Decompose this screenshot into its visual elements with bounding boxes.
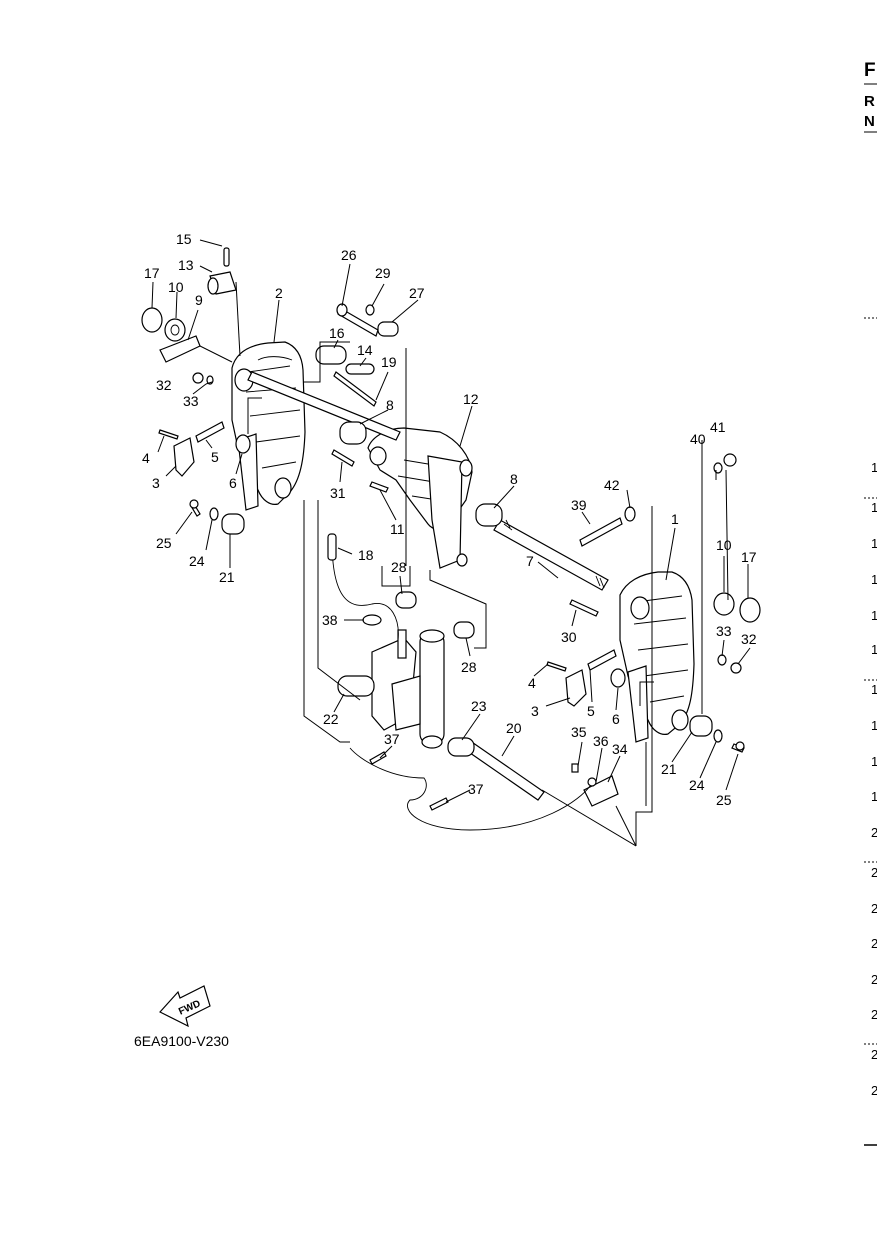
callout-35: 35 [571, 724, 587, 740]
edge-number: 1 [871, 718, 877, 733]
page-edge-fragments: F R N 1 1 1 1 1 1 1 1 1 1 2 2 2 2 2 2 2 … [864, 60, 877, 1146]
callout-8-left: 8 [386, 397, 394, 413]
callout-41: 41 [710, 419, 726, 435]
edge-number: 2 [871, 972, 877, 987]
edge-number: 1 [871, 572, 877, 587]
callout-23: 23 [471, 698, 487, 714]
callout-38: 38 [322, 612, 338, 628]
callout-29: 29 [375, 265, 391, 281]
callout-39: 39 [571, 497, 587, 513]
callout-37-upper: 37 [384, 731, 400, 747]
callout-1: 1 [671, 511, 679, 527]
callout-18: 18 [358, 547, 374, 563]
edge-number: 1 [871, 682, 877, 697]
callout-21-left: 21 [219, 569, 235, 585]
callout-10-left: 10 [168, 279, 184, 295]
callout-22: 22 [323, 711, 339, 727]
callout-28-upper: 28 [391, 559, 407, 575]
clamp-bracket-left [231, 341, 306, 511]
callout-21-right: 21 [661, 761, 677, 777]
callout-28-lower: 28 [461, 659, 477, 675]
callout-2: 2 [275, 285, 283, 301]
edge-number: 1 [871, 460, 877, 475]
edge-number: 2 [871, 901, 877, 916]
callout-40: 40 [690, 431, 706, 447]
callout-33-right: 33 [716, 623, 732, 639]
callout-6-right: 6 [612, 711, 620, 727]
callout-5-right: 5 [587, 703, 595, 719]
callout-12: 12 [463, 391, 479, 407]
callout-3-right: 3 [531, 703, 539, 719]
callout-4-right: 4 [528, 675, 536, 691]
fwd-arrow: FWD [159, 985, 211, 1028]
callout-24-right: 24 [689, 777, 705, 793]
callout-14: 14 [357, 342, 373, 358]
callout-9: 9 [195, 292, 203, 308]
callout-3-left: 3 [152, 475, 160, 491]
edge-number: 1 [871, 754, 877, 769]
edge-number: 2 [871, 865, 877, 880]
edge-number: 1 [871, 536, 877, 551]
callout-20: 20 [506, 720, 522, 736]
callout-24-left: 24 [189, 553, 205, 569]
callout-25-right: 25 [716, 792, 732, 808]
callout-4-left: 4 [142, 450, 150, 466]
callout-36: 36 [593, 733, 609, 749]
callout-16: 16 [329, 325, 345, 341]
callout-37-lower: 37 [468, 781, 484, 797]
edge-number: 2 [871, 1007, 877, 1022]
edge-number: 1 [871, 500, 877, 515]
callout-32-right: 32 [741, 631, 757, 647]
callout-labels: 15 13 17 10 9 2 26 29 27 16 14 19 32 33 … [142, 231, 757, 808]
callout-6-left: 6 [229, 475, 237, 491]
callout-17-left: 17 [144, 265, 160, 281]
callout-5-left: 5 [211, 449, 219, 465]
callout-26: 26 [341, 247, 357, 263]
callout-13: 13 [178, 257, 194, 273]
edge-letter-f: F [864, 60, 876, 81]
callout-10-right: 10 [716, 537, 732, 553]
callout-8-right: 8 [510, 471, 518, 487]
callout-17-right: 17 [741, 549, 757, 565]
edge-number: 1 [871, 642, 877, 657]
callout-34: 34 [612, 741, 628, 757]
edge-number: 2 [871, 936, 877, 951]
callout-25-left: 25 [156, 535, 172, 551]
shaft-7 [493, 519, 609, 591]
callout-lines [151, 239, 751, 847]
edge-letter-r: R [864, 93, 875, 110]
edge-number: 1 [871, 789, 877, 804]
swivel-bracket [367, 427, 473, 569]
edge-number: 2 [871, 825, 877, 840]
callout-11: 11 [390, 521, 405, 537]
callout-31: 31 [330, 485, 346, 501]
small-parts [141, 247, 761, 831]
callout-42: 42 [604, 477, 620, 493]
diagram-code: 6EA9100-V230 [134, 1033, 229, 1049]
callout-7: 7 [526, 553, 534, 569]
edge-number: 1 [871, 608, 877, 623]
clamp-bracket-right [619, 571, 695, 743]
callout-27: 27 [409, 285, 425, 301]
callout-33-left: 33 [183, 393, 199, 409]
callout-32-left: 32 [156, 377, 172, 393]
callout-30: 30 [561, 629, 577, 645]
edge-number: 2 [871, 1083, 877, 1098]
callout-15: 15 [176, 231, 192, 247]
callout-19: 19 [381, 354, 397, 370]
edge-letter-n: N [864, 113, 875, 130]
tilt-cylinder [331, 539, 445, 749]
edge-number: 2 [871, 1047, 877, 1062]
